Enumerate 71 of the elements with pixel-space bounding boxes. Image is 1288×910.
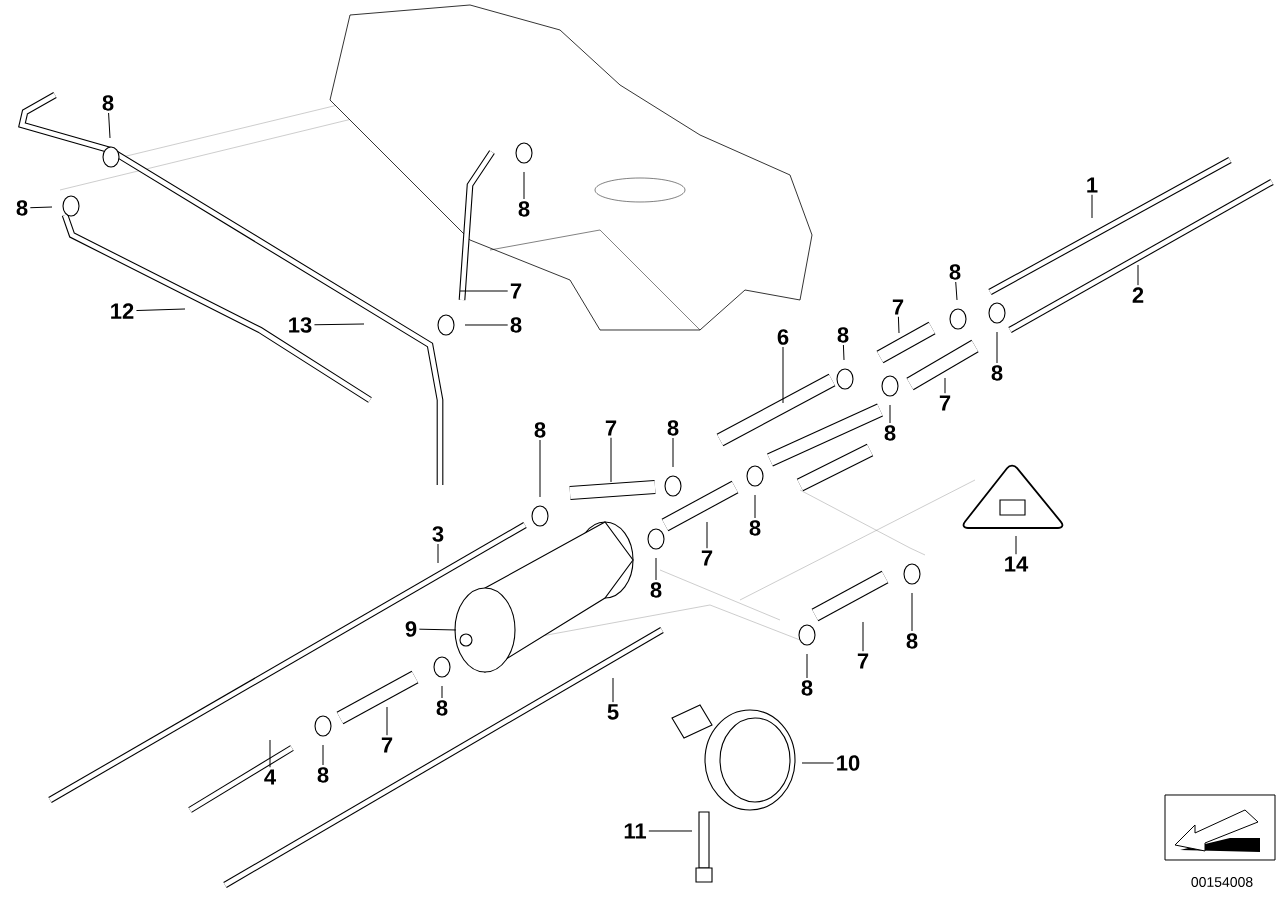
leader-line [955, 281, 958, 301]
leader-line [648, 830, 693, 832]
callout-number: 7 [857, 653, 869, 669]
leader-line [269, 739, 271, 768]
leader-line [655, 557, 657, 581]
callout-number: 2 [1132, 287, 1144, 303]
callout-number: 4 [264, 769, 276, 785]
callout-number: 8 [436, 700, 448, 716]
leader-line [313, 323, 365, 326]
leader-line [842, 344, 845, 361]
callout-number: 10 [837, 755, 860, 771]
callout-number: 8 [906, 633, 918, 649]
callout-number: 7 [605, 420, 617, 436]
callout-number: 7 [701, 550, 713, 566]
leader-line [523, 171, 525, 200]
callout-number: 8 [16, 200, 28, 216]
callout-number: 7 [892, 299, 904, 315]
leader-line [806, 653, 808, 679]
callout-number: 8 [801, 680, 813, 696]
leader-line [108, 112, 111, 139]
callout-number: 7 [939, 395, 951, 411]
leader-line [996, 331, 998, 364]
callout-number: 8 [102, 95, 114, 111]
callout-number: 8 [749, 520, 761, 536]
callout-number: 12 [111, 303, 134, 319]
callout-number: 5 [607, 704, 619, 720]
callout-number: 7 [510, 283, 522, 299]
callout-number: 8 [510, 317, 522, 333]
callout-number: 8 [991, 365, 1003, 381]
callout-number: 8 [650, 582, 662, 598]
callout-number: 7 [381, 737, 393, 753]
leader-line [944, 377, 946, 394]
callout-number: 14 [1005, 556, 1029, 572]
callout-number: 3 [432, 526, 444, 542]
callout-number: 8 [534, 422, 546, 438]
callout-number: 8 [317, 767, 329, 783]
callout-number: 11 [624, 823, 646, 839]
leader-line [897, 316, 900, 334]
leader-line [706, 521, 708, 549]
leader-line [437, 543, 439, 564]
leader-line [418, 628, 457, 631]
callout-number: 8 [518, 201, 530, 217]
leader-line [911, 592, 913, 632]
leader-line [610, 437, 612, 483]
leader-line [441, 685, 443, 699]
callout-number: 8 [837, 327, 849, 343]
leader-line [889, 404, 891, 424]
callout-number: 13 [289, 317, 312, 333]
leader-line [459, 290, 509, 292]
document-number: 00154008 [1191, 877, 1253, 887]
leader-line [1015, 535, 1017, 555]
leader-line [539, 439, 541, 498]
callout-number: 8 [884, 425, 896, 441]
leader-line [754, 494, 756, 519]
leader-line [672, 437, 674, 468]
leader-line [386, 706, 388, 736]
callout-number: 8 [667, 420, 679, 436]
callout-number: 8 [949, 264, 961, 280]
leader-line [862, 621, 864, 652]
callout-number: 6 [777, 329, 789, 345]
leader-line [782, 346, 784, 404]
leader-line [135, 308, 186, 312]
leader-line [801, 762, 835, 764]
callout-number: 9 [405, 621, 417, 637]
leader-line [612, 677, 614, 703]
leader-line [464, 324, 509, 326]
leader-line [1137, 264, 1139, 286]
leader-line [29, 206, 53, 209]
leader-line [1091, 194, 1093, 219]
callout-number: 1 [1087, 177, 1098, 193]
leader-line [322, 744, 324, 766]
